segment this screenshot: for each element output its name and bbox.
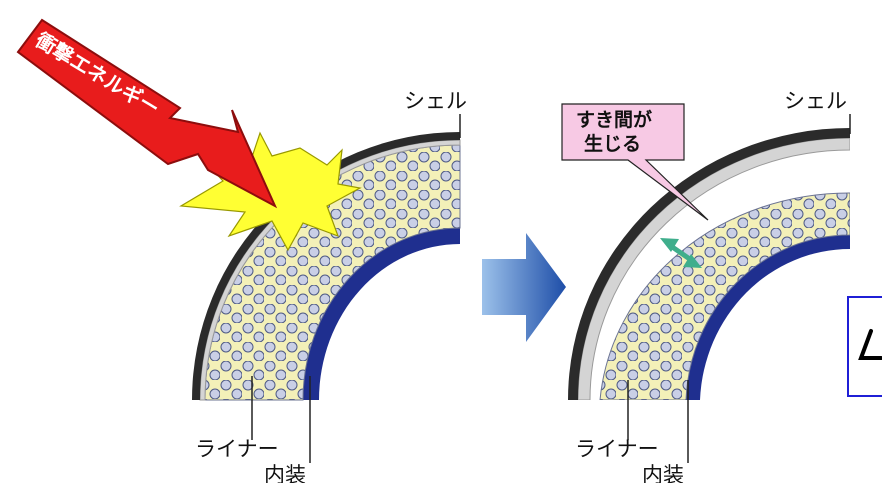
left-interior-label: 内装 — [264, 463, 306, 483]
left-liner-label: ライナー — [195, 437, 279, 461]
right-helmet-cross-section — [568, 128, 850, 400]
left-shell-label: シェル — [404, 89, 467, 113]
left-helmet-cross-section: 衝撃エネルギー シェル ライナー 内装 — [16, 18, 467, 483]
partial-glyph — [858, 329, 882, 360]
red-impact-arrow-icon — [16, 18, 278, 209]
blue-right-arrow-icon — [482, 233, 566, 342]
gap-callout-line-2: 生じる — [584, 132, 641, 155]
right-shell-label: シェル — [784, 89, 847, 113]
left-interior-layer — [303, 228, 460, 400]
partial-blue-box — [847, 296, 882, 397]
right-liner-layer — [599, 192, 850, 400]
double-headed-gap-arrow-icon — [660, 238, 702, 268]
right-shell-inner-band — [577, 137, 850, 400]
right-liner-label: ライナー — [575, 437, 659, 461]
right-interior-label: 内装 — [642, 463, 684, 483]
gap-callout-line-1: すき間が — [576, 108, 652, 131]
right-interior-layer — [686, 234, 850, 400]
gap-callout: すき間が 生じる — [561, 103, 709, 221]
